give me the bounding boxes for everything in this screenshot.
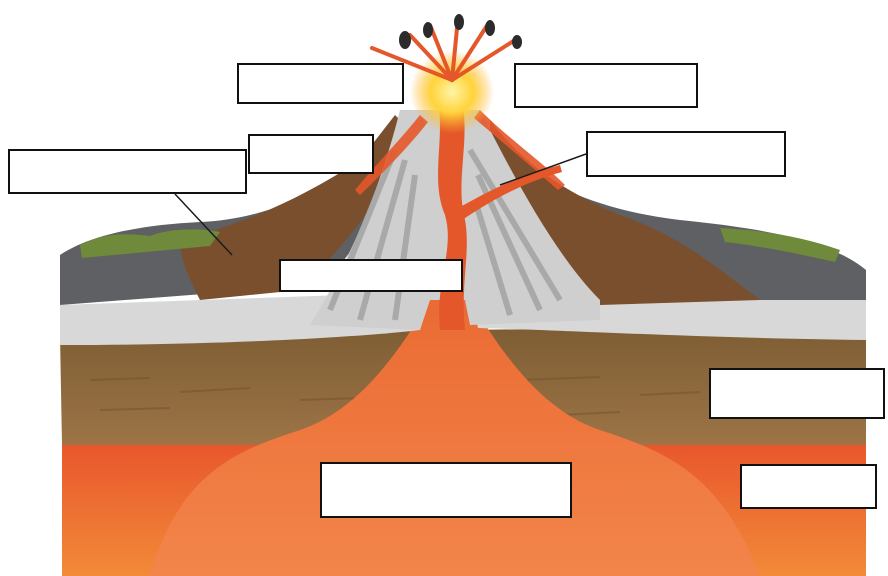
label-box-magma-chamber xyxy=(320,462,572,518)
label-box-crust xyxy=(709,368,885,419)
label-box-mantle xyxy=(740,464,877,509)
label-box-side-vent xyxy=(586,131,786,177)
label-box-lava-flow xyxy=(248,134,374,174)
label-box-main-vent xyxy=(279,259,463,292)
label-box-eruption-left xyxy=(237,63,404,104)
label-box-eruption-right xyxy=(514,63,698,108)
label-box-ash-layer xyxy=(8,149,247,194)
